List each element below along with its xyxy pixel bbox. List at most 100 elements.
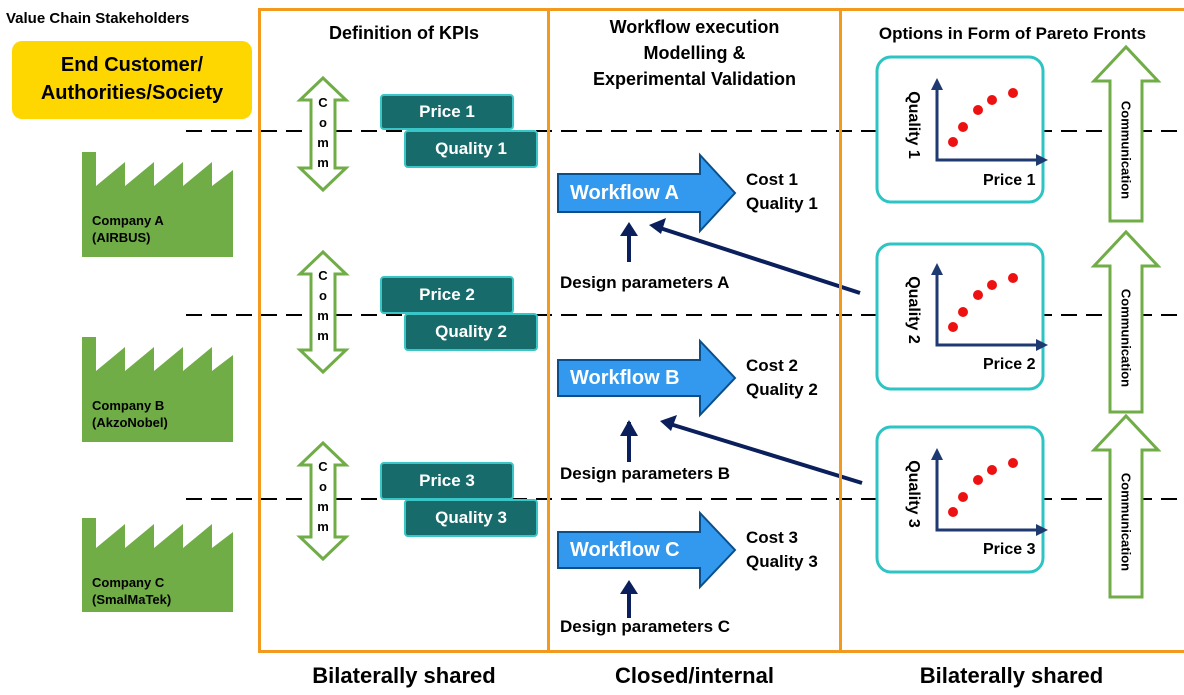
pareto-point — [973, 475, 983, 485]
communication-arrow-1 — [1090, 44, 1162, 223]
pareto-3-xlabel: Price 3 — [983, 541, 1036, 558]
design-params-b: Design parameters B — [560, 464, 731, 483]
factory-icon-c — [82, 518, 233, 612]
workflow-arrow-a — [557, 152, 737, 234]
comm-double-arrow-3 — [296, 440, 350, 562]
comm-letter: m — [317, 499, 329, 514]
pareto-axes-2 — [935, 273, 1038, 347]
communication-label-3: Communication — [1118, 472, 1134, 572]
communication-arrow-3 — [1090, 413, 1162, 599]
comm-letter: m — [317, 519, 329, 534]
pareto-1-ylabel: Quality 1 — [905, 91, 922, 159]
workflow-footer: Closed/internal — [615, 663, 774, 688]
comm-letter: m — [317, 308, 329, 323]
communication-label-1: Communication — [1118, 100, 1134, 200]
pareto-box-2 — [875, 242, 1045, 391]
pareto-footer: Bilaterally shared — [919, 663, 1104, 688]
company-c-name: Company C — [92, 575, 165, 590]
stakeholders-title: Value Chain Stakeholders — [6, 10, 190, 27]
workflow-b-quality: Quality 2 — [746, 380, 818, 399]
comm-letter: C — [318, 268, 328, 283]
end-customer-line-2: Authorities/Society — [40, 82, 224, 104]
communication-arrows — [1090, 44, 1162, 599]
pareto-point — [958, 122, 968, 132]
feedback-arrow-2 — [669, 422, 863, 485]
pareto-point — [958, 492, 968, 502]
design-params-a: Design parameters A — [560, 273, 730, 292]
company-b-name: Company B — [92, 398, 165, 413]
kpi-footer: Bilaterally shared — [312, 663, 496, 688]
pareto-boxes — [875, 55, 1045, 574]
pareto-axis-heads — [931, 78, 1048, 536]
factory-icons — [82, 152, 233, 612]
workflow-title-line-1: Workflow execution — [609, 17, 780, 37]
workflow-title-line-3: Experimental Validation — [592, 69, 797, 89]
workflow-arrows — [557, 152, 737, 590]
end-customer-box: End Customer/ Authorities/Society — [12, 41, 252, 119]
comm-double-arrow-1 — [296, 75, 350, 193]
comm-letter: C — [318, 459, 328, 474]
factory-icon-b — [82, 337, 233, 442]
comm-double-arrow-2 — [296, 249, 350, 375]
workflow-c-label: Workflow C — [570, 539, 680, 561]
workflow-b-outputs: Cost 2 Quality 2 — [746, 354, 818, 402]
comm-letter: o — [319, 288, 327, 303]
comm-letter: m — [317, 135, 329, 150]
communication-label-2: Communication — [1118, 288, 1134, 388]
end-customer-line-1: End Customer/ — [60, 54, 204, 76]
comm-letter: m — [317, 155, 329, 170]
pareto-point — [987, 95, 997, 105]
company-a-org: (AIRBUS) — [92, 230, 151, 245]
workflow-b-cost: Cost 2 — [746, 356, 798, 375]
arrowheads — [620, 218, 677, 594]
workflow-a-label: Workflow A — [570, 182, 679, 204]
pareto-axes-3 — [935, 458, 1038, 532]
pareto-2-ylabel: Quality 2 — [905, 276, 922, 344]
pareto-axes-1 — [935, 88, 1038, 162]
pareto-point — [1008, 273, 1018, 283]
pareto-point — [948, 137, 958, 147]
company-a-label: Company A (AIRBUS) — [92, 212, 164, 246]
company-b-org: (AkzoNobel) — [92, 415, 168, 430]
company-a-name: Company A — [92, 213, 164, 228]
comm-letter: m — [317, 328, 329, 343]
comm-letter: o — [319, 115, 327, 130]
kpi-price-1: Price 1 — [380, 94, 514, 130]
design-params-c: Design parameters C — [560, 617, 731, 636]
company-c-label: Company C (SmalMaTek) — [92, 574, 171, 608]
communication-arrow-2 — [1090, 229, 1162, 414]
pareto-point — [948, 322, 958, 332]
kpi-quality-1: Quality 1 — [404, 130, 538, 168]
comm-arrows — [296, 75, 350, 562]
feedback-arrow-1 — [659, 226, 861, 295]
pareto-point — [958, 307, 968, 317]
workflow-b-label: Workflow B — [570, 367, 680, 389]
kpi-price-3: Price 3 — [380, 462, 514, 500]
workflow-c-quality: Quality 3 — [746, 552, 818, 571]
company-b-label: Company B (AkzoNobel) — [92, 397, 168, 431]
kpi-quality-3: Quality 3 — [404, 499, 538, 537]
pareto-point — [1008, 458, 1018, 468]
workflow-arrow-b — [557, 338, 737, 418]
pareto-3-ylabel: Quality 3 — [905, 460, 922, 528]
kpi-quality-2: Quality 2 — [404, 313, 538, 351]
pareto-point — [987, 280, 997, 290]
pareto-axes — [935, 88, 1038, 532]
comm-letter: o — [319, 479, 327, 494]
factory-icon-a — [82, 152, 233, 257]
pareto-point — [973, 290, 983, 300]
pareto-point — [987, 465, 997, 475]
workflow-a-cost: Cost 1 — [746, 170, 798, 189]
pareto-point — [973, 105, 983, 115]
kpi-price-2: Price 2 — [380, 276, 514, 314]
pareto-1-xlabel: Price 1 — [983, 172, 1036, 189]
pareto-panel — [839, 8, 1184, 653]
kpi-panel-title: Definition of KPIs — [329, 23, 479, 43]
pareto-2-xlabel: Price 2 — [983, 356, 1036, 373]
workflow-arrow-c — [557, 510, 737, 590]
pareto-point — [948, 507, 958, 517]
